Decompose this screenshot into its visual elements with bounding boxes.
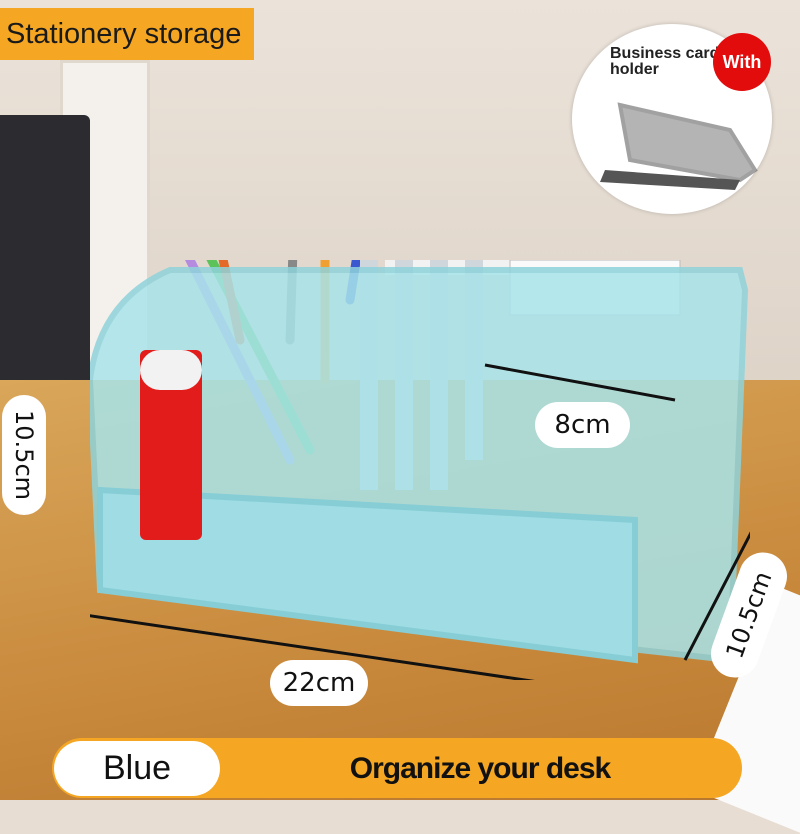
color-option-label: Blue (54, 741, 220, 796)
dimension-line-8cm (484, 363, 676, 402)
business-card-holder-icon (600, 102, 758, 190)
dimension-height-label: 10.5cm (2, 395, 46, 515)
tagline: Organize your desk (349, 752, 611, 785)
dimension-compartment-label: 8cm (535, 402, 630, 448)
title-banner: Stationery storage (0, 8, 254, 60)
accessory-label: Business card holder (610, 45, 720, 78)
dimension-line-depth (683, 531, 750, 661)
desk-organizer-image (90, 260, 750, 680)
dimension-width-label: 22cm (270, 660, 368, 706)
dimension-line-width (90, 614, 535, 680)
glue-stick (140, 350, 202, 540)
with-badge: With (713, 33, 771, 91)
